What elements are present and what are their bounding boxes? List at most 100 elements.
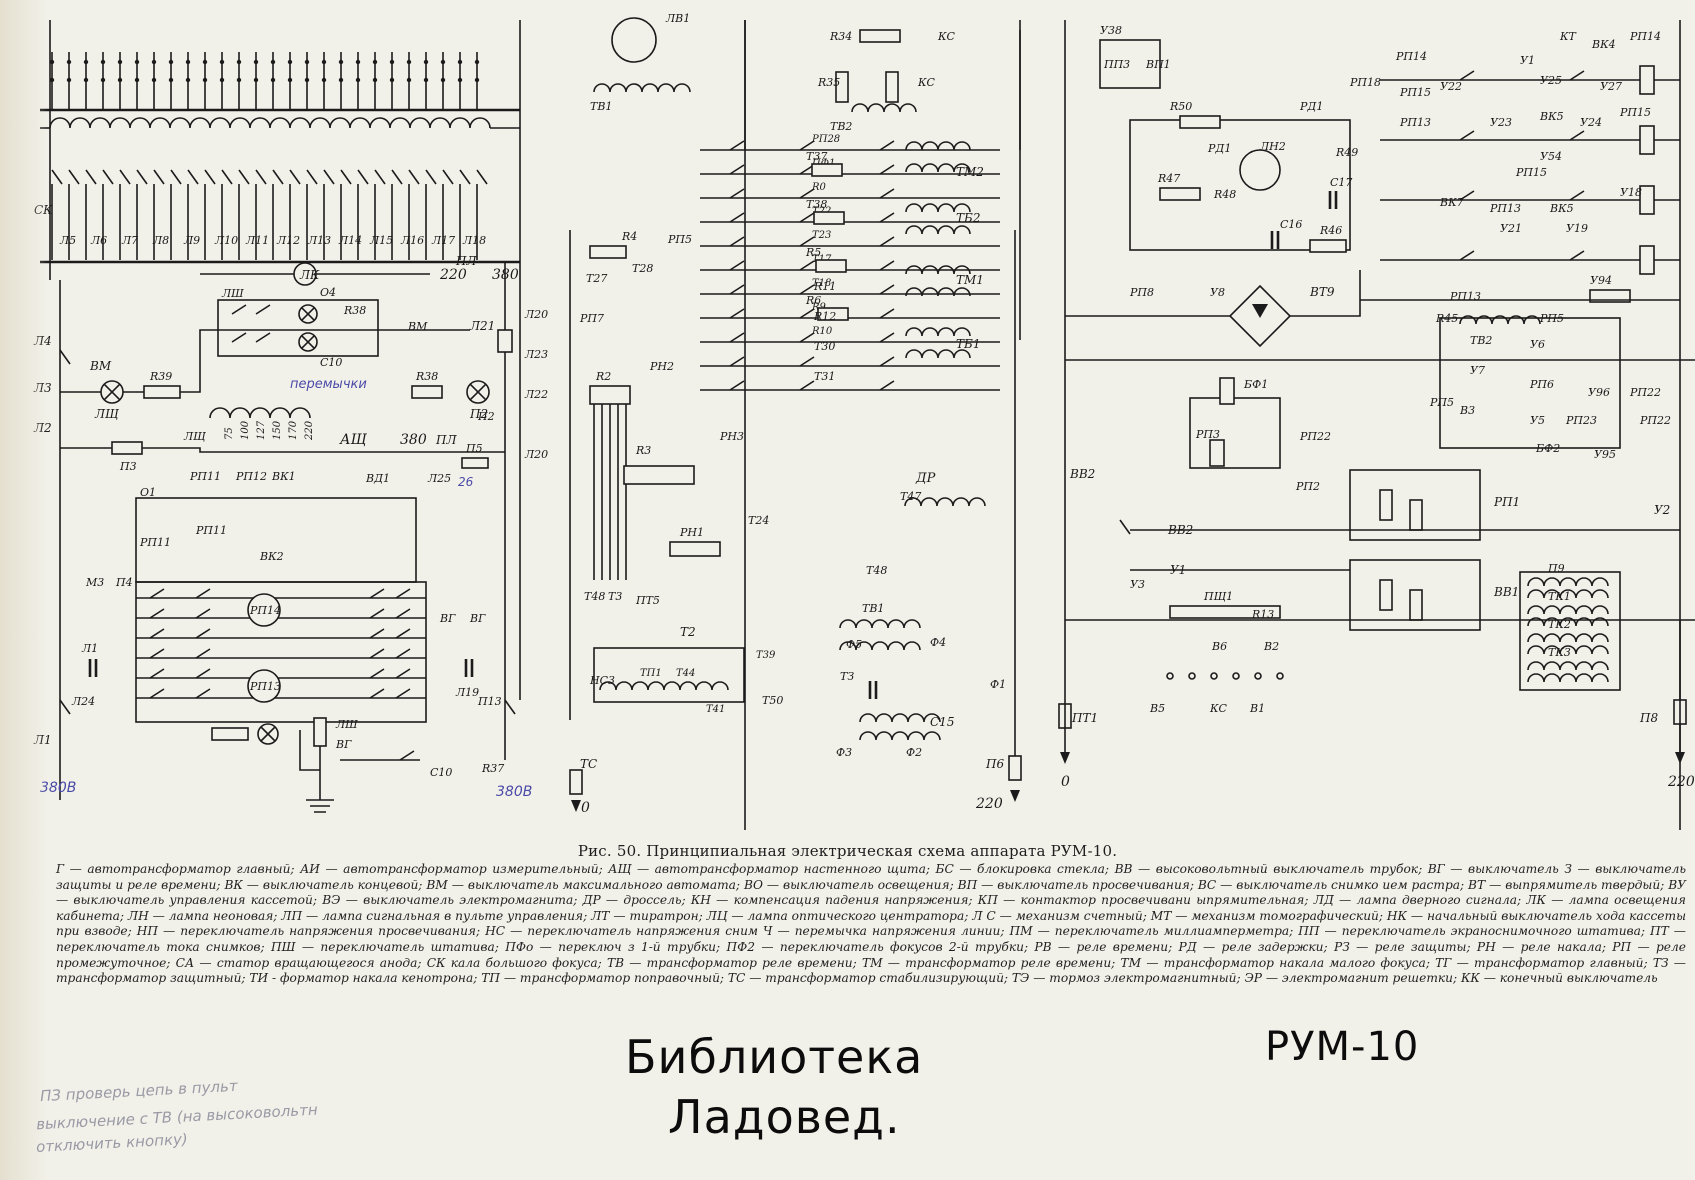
resistor-r34 (859, 29, 901, 43)
relay-label: РП8 (1129, 286, 1154, 299)
terminal-220-arrow (1010, 790, 1020, 802)
relay-label: РП22 (1629, 386, 1661, 399)
node-label: БФ2 (1535, 442, 1560, 455)
terminal-220-label: 220 (1667, 774, 1695, 790)
resistor-label: R3 (635, 444, 651, 457)
relay-label: РП15 (1619, 106, 1651, 119)
transformer-stack (1519, 571, 1621, 691)
transformer-tk (1527, 605, 1609, 615)
tap-node (423, 77, 429, 83)
switch-block (1099, 39, 1161, 89)
line-l21-label: Л22 (524, 388, 548, 401)
switch-contact (195, 608, 211, 619)
switch-contact (459, 169, 471, 185)
switch-contact (231, 304, 247, 315)
autotransformer-winding (209, 407, 311, 419)
switch-contact (879, 164, 895, 175)
switch-contact (272, 169, 284, 185)
relay-label: R45 (1435, 312, 1458, 325)
transformer-tv2-right (1459, 315, 1541, 325)
node-m1-label: П4 (115, 576, 133, 589)
tap-node (253, 77, 259, 83)
switch-contact (1459, 250, 1475, 261)
switch-contact (799, 260, 815, 271)
model-stamp: РУМ-10 (1265, 1024, 1420, 1070)
wire (103, 383, 121, 401)
terminal-label: ПТ5 (635, 594, 660, 607)
node-label: У1 (1520, 54, 1535, 67)
relay-label: РП3 (1195, 428, 1220, 441)
node-label: У27 (1600, 80, 1622, 93)
capacitor-label: С16 (1280, 218, 1302, 231)
thyratron-block (1129, 119, 1351, 251)
line-label: Л13 (307, 234, 331, 247)
transformer-tv2 (851, 103, 917, 113)
filament-switch-label: РП22 (1639, 414, 1671, 427)
line-label: Л11 (245, 234, 269, 247)
switch-contact (879, 188, 895, 199)
transformer-tb2-label: ТБ2 (956, 211, 980, 225)
handwritten-note-line3: отключить кнопку) (35, 1130, 189, 1156)
relay-label: РП15 (1399, 86, 1431, 99)
ground-symbol (306, 799, 334, 813)
wire (1290, 270, 1361, 317)
hv-resistor (1379, 579, 1393, 611)
terminal-label: ТП1 (640, 668, 662, 679)
handwritten-26: 26 (458, 475, 474, 489)
tap-label: 100 (240, 420, 251, 440)
resistor-r39-label: R39 (149, 370, 172, 383)
corrective-transformer-block (593, 647, 745, 703)
switch-contact (1459, 70, 1475, 81)
switch-contact (369, 588, 385, 599)
resistor-label: ПЩ1 (1203, 590, 1233, 603)
switch-contact (729, 308, 745, 319)
switch-position-node (1166, 672, 1174, 680)
transformer-tk (1527, 673, 1609, 683)
hv-resistor (1409, 589, 1423, 621)
transformer-winding (905, 265, 971, 275)
diode-symbol (1252, 304, 1268, 318)
switch-contact (204, 169, 216, 185)
relay-label: У18 (1620, 186, 1642, 199)
line-l25-label: Л25 (427, 472, 451, 485)
switch-contact (369, 668, 385, 679)
tap-node (270, 77, 276, 83)
handwritten-note-line2: выключение с ТВ (на высоковольтн (35, 1100, 319, 1134)
switch-label: ВК5 (1539, 110, 1564, 123)
switch-contact (879, 236, 895, 247)
tap-node (117, 77, 123, 83)
tap-node (372, 77, 378, 83)
tap-label: 150 (272, 420, 283, 440)
switch-contact (399, 750, 415, 761)
lamp-label: ЛН2 (1259, 140, 1286, 153)
switch-contact (255, 169, 267, 185)
transformer-label: ТК3 (1548, 646, 1571, 659)
transformer-tk (1527, 645, 1609, 655)
transformer-tk (1527, 661, 1609, 671)
kenotron-tube (611, 17, 657, 63)
resistor-label: Т31 (814, 370, 835, 383)
switch-contact (729, 236, 745, 247)
tap-node (236, 77, 242, 83)
switch-contact (799, 284, 815, 295)
relay-label: Т24 (748, 514, 769, 527)
line-label: Л17 (431, 234, 455, 247)
hv-resistor (1379, 489, 1393, 521)
switch-contact (504, 699, 516, 715)
node-label: У38 (1100, 24, 1122, 37)
transformer-winding (905, 225, 971, 235)
switch-contact (85, 169, 97, 185)
transformer-label: РП5 (1539, 312, 1564, 325)
tap-node (389, 59, 395, 65)
tap-node (151, 77, 157, 83)
relay-label: У5 (1530, 414, 1545, 427)
tap-node (49, 59, 55, 65)
lighting-block (217, 299, 379, 357)
line-label: Л10 (214, 234, 238, 247)
relay-label: РП22 (1299, 430, 1331, 443)
transformer-tv1-lower (839, 619, 921, 629)
switch-contact (149, 588, 165, 599)
resistor-label: У94 (1590, 274, 1612, 287)
capacitor-c13-label: Л19 (455, 686, 479, 699)
